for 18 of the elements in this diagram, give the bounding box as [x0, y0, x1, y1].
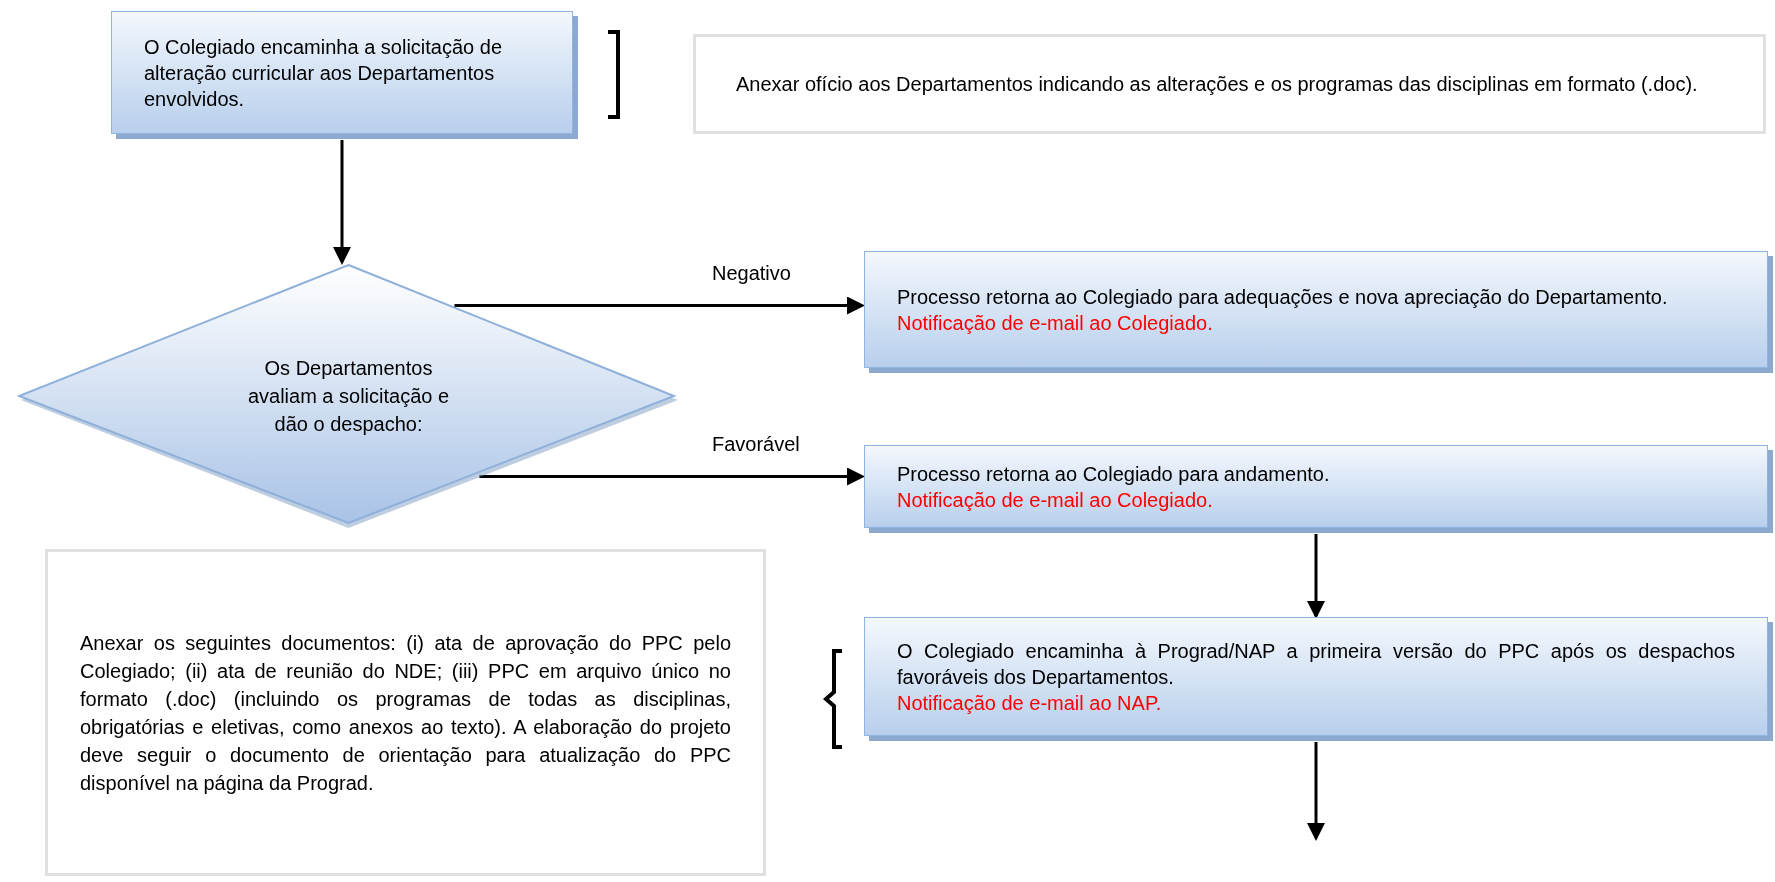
node-text: Anexar os seguintes documentos: (i) ata de aprovação do PPC pelo Colegiado; (ii) ata de reunião do NDE; (iii) PPC em arquivo único no formato (.doc) (incluindo os programas de todas as disciplinas, obrigatórias e eletivas, como anexos ao texto). A elaboração do projeto deve seguir o documento de orientação para atualização do PPC disponível na página da Prograd.: [80, 630, 731, 796]
notification-text: Notificação de e-mail ao Colegiado.: [897, 487, 1214, 513]
note-box: [693, 34, 1766, 134]
node-text: O Colegiado encaminha à Prograd/NAP a primeira versão do PPC após os despachos favoráveis dos Departamentos.: [897, 638, 1735, 690]
decision-diamond: [17, 263, 680, 529]
notification-text: Notificação de e-mail ao NAP.: [897, 690, 1163, 716]
node-text: O Colegiado encaminha a solicitação de alteração curricular aos Departamentos envolvidos.: [144, 34, 503, 112]
arrow: [479, 467, 865, 486]
node-text: Processo retorna ao Colegiado para adequações e nova apreciação do Departamento.: [897, 284, 1668, 310]
node-text: Os Departamentos avaliam a solicitação e dão o despacho:: [246, 356, 451, 437]
arrow: [1307, 742, 1325, 841]
notification-text: Notificação de e-mail ao Colegiado.: [897, 310, 1214, 336]
arrow: [454, 296, 865, 315]
note-box: [45, 549, 766, 876]
node-text: Processo retorna ao Colegiado para andamento.: [897, 461, 1330, 487]
node-text: Anexar ofício aos Departamentos indicando as alterações e os programas das disciplinas em formato (.doc).: [736, 72, 1698, 97]
arrow: [333, 140, 351, 265]
arrow: [1307, 534, 1325, 619]
